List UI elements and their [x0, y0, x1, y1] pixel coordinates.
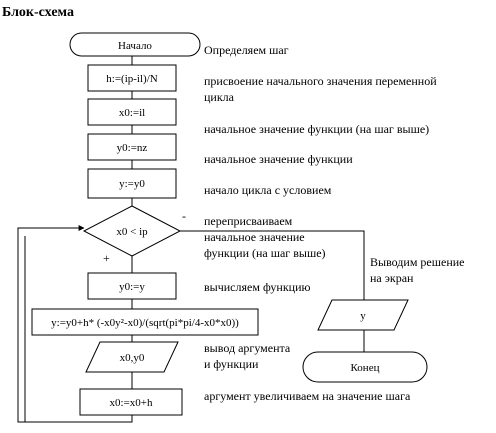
branch-no-mark: - [182, 209, 186, 223]
diagram-title: Блок-схема [2, 5, 74, 20]
note-reassign-3: функции (на шаг выше) [204, 246, 326, 260]
x0-init-label: x0:=il [119, 107, 145, 119]
connector-condition-no [180, 230, 365, 300]
output-y-label: y [360, 310, 366, 322]
formula-label: y:=y0+h* (-x0y²-x0)/(sqrt(pi*pi/4-x0*x0)… [51, 317, 239, 329]
increment-box [79, 388, 183, 416]
note-initial-func: начальное значение функции [204, 152, 353, 166]
start-label: Начало [118, 40, 152, 52]
increment-label: x0:=x0+h [110, 397, 153, 409]
note-reassign-2: начальное значение [204, 230, 305, 244]
note-output-2: на экран [370, 271, 414, 285]
note-loop-var-1: присвоение начального значения переменно… [204, 74, 437, 88]
step-process-box [87, 64, 177, 92]
end-terminal [302, 351, 428, 383]
note-increment: аргумент увеличиваем на значение шага [204, 389, 411, 403]
note-loop-start: начало цикла с условием [204, 183, 332, 197]
start-terminal [69, 32, 201, 57]
note-output-1: Выводим решение [370, 255, 465, 269]
output-args-label: x0,y0 [120, 352, 145, 364]
note-print-1: вывод аргумента [204, 341, 291, 355]
connector-loop-back [17, 225, 133, 423]
y0-init-label: y0:=nz [117, 142, 148, 154]
note-step: Определяем шаг [204, 43, 289, 57]
y0-init-box [87, 133, 177, 161]
end-label: Конец [351, 362, 380, 374]
note-reassign-1: переприсваиваем [204, 214, 293, 228]
y-init-label: y:=y0 [119, 178, 145, 190]
y0-assign-box [87, 272, 177, 300]
condition-label: x0 < ip [116, 226, 148, 238]
branch-yes-mark: + [103, 251, 110, 265]
y0-assign-label: y0:=y [119, 281, 145, 293]
note-compute: вычисляем функцию [204, 280, 311, 294]
formula-box [31, 308, 259, 336]
note-initial-prev: начальное значение функции (на шаг выше) [204, 122, 429, 136]
step-process-label: h:=(ip-il)/N [106, 73, 157, 85]
output-y-parallelogram [317, 299, 409, 331]
output-args-parallelogram [85, 341, 179, 373]
note-print-2: и функции [204, 357, 259, 371]
note-loop-var-2: цикла [204, 90, 235, 104]
